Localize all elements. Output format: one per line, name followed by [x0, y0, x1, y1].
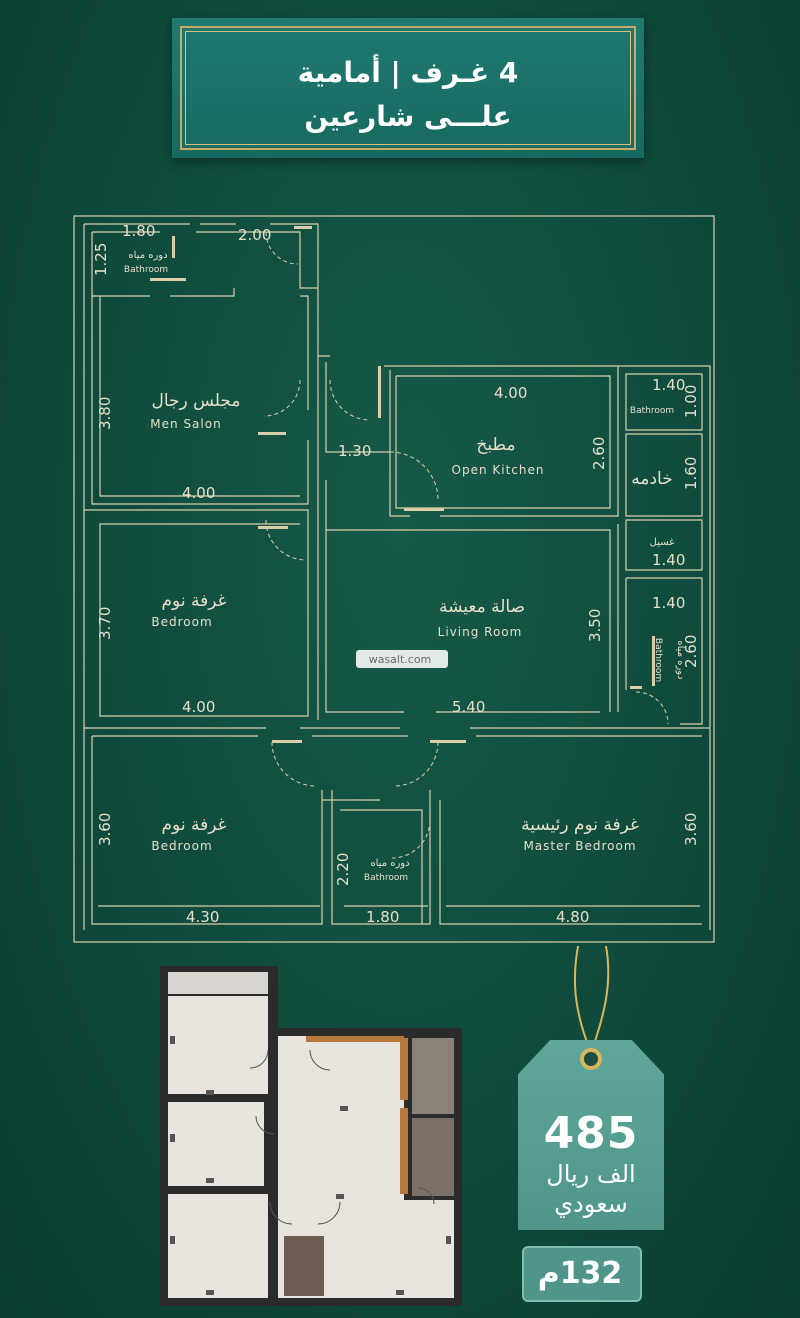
tag-hole-ring: [580, 1048, 602, 1070]
room-bedroom1-en: Bedroom: [151, 615, 212, 629]
dim-kitchen-height: 2.60: [590, 437, 608, 470]
room-men-salon-en: Men Salon: [150, 417, 221, 431]
room-top-bath-en: Bathroom: [124, 265, 168, 275]
room-right-bath-ar: دوره مياه: [675, 640, 686, 679]
room-bedroom2-en: Bedroom: [151, 839, 212, 853]
dim-maid-bath-height: 1.00: [682, 385, 700, 418]
room-laundry-ar: غسيل: [650, 537, 675, 548]
banner-inner-frame: [185, 31, 631, 145]
room-master-ar: غرفة نوم رئيسية: [521, 815, 639, 835]
render-right-bath: [412, 1118, 454, 1196]
room-mid-bath-en: Bathroom: [364, 873, 408, 883]
render-kitchen-counter: [306, 1036, 404, 1042]
banner-title: 4 غـرف | أمامية: [297, 56, 519, 89]
render-doors: [249, 1049, 435, 1225]
dim-top-bath-width: 1.80: [122, 222, 155, 240]
room-kitchen-en: Open Kitchen: [452, 463, 545, 477]
render-mid-bath: [284, 1236, 324, 1296]
tag-string: [573, 945, 610, 1051]
room-master-en: Master Bedroom: [523, 839, 636, 853]
dim-salon-height: 3.80: [96, 397, 114, 430]
dim-living-height: 3.50: [586, 609, 604, 642]
dim-corridor: 1.30: [338, 442, 371, 460]
dim-mid-bath-width: 1.80: [366, 908, 399, 926]
area-value: 132م: [537, 1256, 623, 1291]
dim-living-width: 5.40: [452, 698, 485, 716]
room-kitchen-ar: مطبخ: [476, 435, 515, 455]
price-value: 485: [543, 1108, 639, 1159]
dim-master-width: 4.80: [556, 908, 589, 926]
door-swings: [263, 231, 669, 859]
render-floors: [168, 996, 454, 1298]
dim-master-height: 3.60: [682, 813, 700, 846]
dim-mid-bath-height: 2.20: [334, 853, 352, 886]
room-maid-bath-en: Bathroom: [630, 406, 674, 416]
room-mid-bath-ar: دوره مياه: [370, 858, 409, 869]
dim-kitchen-width: 4.00: [494, 384, 527, 402]
dim-top-bath-height: 1.25: [92, 243, 110, 276]
room-bedroom2-ar: غرفة نوم: [162, 815, 227, 835]
dim-right-bath-width: 1.40: [652, 594, 685, 612]
render-maid-area: [412, 1038, 454, 1114]
price-currency-line2: سعودي: [554, 1190, 628, 1218]
room-living-en: Living Room: [438, 625, 523, 639]
dim-top-corridor: 2.00: [238, 226, 271, 244]
dim-right-bath-height: 2.60: [682, 635, 700, 668]
dim-maid-height: 1.60: [682, 457, 700, 490]
room-bedroom1-ar: غرفة نوم: [162, 591, 227, 611]
banner-subtitle: علـــى شارعين: [304, 100, 512, 133]
dim-bedroom2-height: 3.60: [96, 813, 114, 846]
dim-salon-width: 4.00: [182, 484, 215, 502]
banner-frame: [180, 26, 636, 150]
door-marks: [150, 226, 655, 743]
room-top-bath-ar: دوره مياه: [128, 250, 167, 261]
dim-maid-bath-width: 1.40: [652, 376, 685, 394]
room-men-salon-ar: مجلس رجال: [151, 391, 240, 411]
render-top-bath: [168, 972, 268, 994]
title-banner: 4 غـرف | أمامية علـــى شارعين: [172, 18, 644, 158]
dim-laundry-width: 1.40: [652, 551, 685, 569]
room-right-bath-en: Bathroom: [653, 638, 663, 682]
room-living-ar: صالة معيشة: [439, 597, 525, 617]
price-tag: [518, 1040, 664, 1230]
plan-render: [160, 966, 462, 1306]
dim-bedroom2-width: 4.30: [186, 908, 219, 926]
plan-walls: [73, 215, 715, 943]
dim-bedroom1-height: 3.70: [96, 607, 114, 640]
room-maid-ar: خادمه: [631, 469, 672, 489]
price-currency-line1: الف ريال: [546, 1160, 636, 1188]
dim-bedroom1-width: 4.00: [182, 698, 215, 716]
watermark-box: [356, 650, 448, 668]
area-badge: [522, 1246, 642, 1302]
watermark-text: wasalt.com: [369, 653, 432, 666]
render-outlets: [170, 1036, 451, 1295]
